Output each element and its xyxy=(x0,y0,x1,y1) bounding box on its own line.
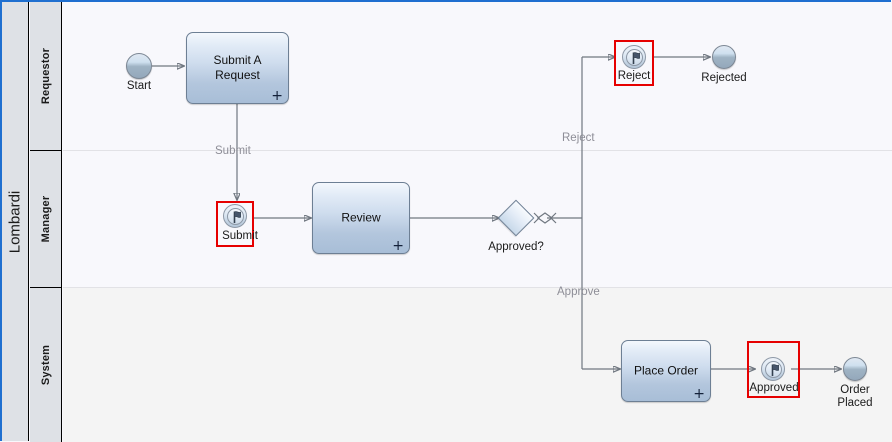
flag-icon xyxy=(632,52,640,64)
intermediate-event-submit-label: Submit xyxy=(222,230,258,242)
task-label: Submit A Request xyxy=(213,53,262,82)
flow-label-submit: Submit xyxy=(215,145,251,157)
lane-divider-1 xyxy=(63,150,892,151)
selection-box-approved-event[interactable] xyxy=(747,341,800,398)
start-event[interactable] xyxy=(126,53,152,79)
intermediate-event-reject-label: Reject xyxy=(617,70,651,82)
pool-header[interactable]: Lombardi xyxy=(2,2,29,441)
end-event-order-placed-label: Order Placed xyxy=(837,384,873,409)
task-review[interactable]: Review + xyxy=(312,182,410,254)
lane-header-requestor[interactable]: Requestor xyxy=(30,2,62,151)
end-event-order-placed[interactable] xyxy=(843,357,867,381)
flag-icon xyxy=(233,211,241,223)
intermediate-event-submit[interactable] xyxy=(223,204,247,228)
lane-name: Requestor xyxy=(39,47,52,105)
subprocess-marker: + xyxy=(693,386,705,402)
flag-icon xyxy=(771,364,779,376)
lane-header-manager[interactable]: Manager xyxy=(30,151,62,288)
gateway-label: Approved? xyxy=(488,241,544,253)
selection-box-submit-event[interactable] xyxy=(216,201,254,247)
intermediate-event-reject[interactable] xyxy=(622,45,646,69)
lane-name: Manager xyxy=(39,195,52,243)
intermediate-event-approved[interactable] xyxy=(761,357,785,381)
subprocess-marker: + xyxy=(271,88,283,104)
end-event-rejected[interactable] xyxy=(712,45,736,69)
lane-body-manager xyxy=(63,151,892,288)
pool-name: Lombardi xyxy=(6,190,24,253)
subprocess-marker: + xyxy=(392,238,404,254)
lane-name: System xyxy=(39,344,52,386)
intermediate-event-approved-label: Approved xyxy=(749,382,799,394)
task-submit-a-request[interactable]: Submit A Request + xyxy=(186,32,289,104)
lane-header-system[interactable]: System xyxy=(30,288,62,442)
task-label: Place Order xyxy=(633,363,699,378)
lane-body-system xyxy=(63,288,892,442)
lane-divider-2 xyxy=(63,287,892,288)
start-event-label: Start xyxy=(126,80,152,92)
end-event-rejected-label: Rejected xyxy=(701,72,747,84)
task-place-order[interactable]: Place Order + xyxy=(621,340,711,402)
task-label: Review xyxy=(341,210,381,225)
flow-label-reject: Reject xyxy=(562,132,595,144)
selection-box-reject-event[interactable] xyxy=(614,40,654,86)
flow-label-approve: Approve xyxy=(557,286,600,298)
